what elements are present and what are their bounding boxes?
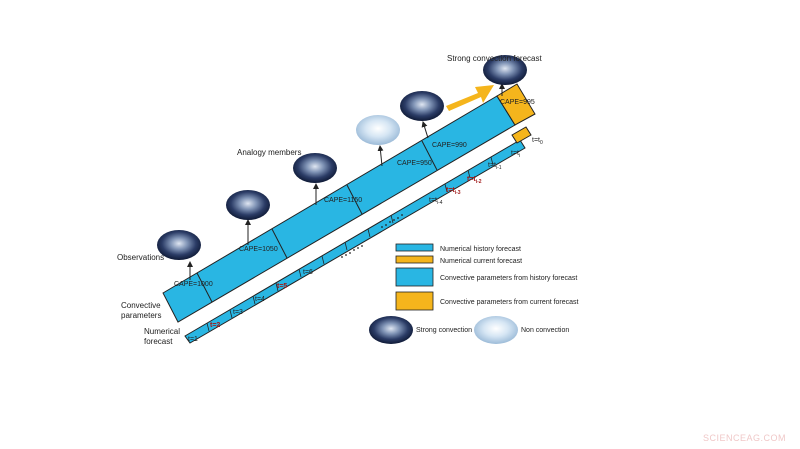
cape-value: CAPE=990 <box>432 142 467 149</box>
convective-parameters-label-1: Convective <box>121 301 161 310</box>
ellipsis-dots <box>341 214 403 258</box>
legend-swatch-history <box>395 243 434 252</box>
cape-value: CAPE=1150 <box>324 197 362 204</box>
forecast-image <box>483 55 527 85</box>
time-label: t=1 <box>188 336 198 343</box>
legend-strong-icon <box>369 316 413 344</box>
time-label: t=ti-3 <box>446 187 461 196</box>
legend-label-conv-history: Convective parameters from history forec… <box>440 275 577 282</box>
observation-image-1 <box>157 230 201 260</box>
cape-value: CAPE=1000 <box>174 281 213 288</box>
convective-parameters-band <box>162 95 516 323</box>
time-label: t=ti-4 <box>429 197 443 206</box>
time-label: t=ti <box>511 150 520 159</box>
time-label: t=3 <box>233 309 243 316</box>
legend-label-non: Non convection <box>521 327 569 334</box>
observation-image-5 <box>400 91 444 121</box>
analogy-members-label: Analogy members <box>237 148 301 157</box>
legend-swatch-current <box>395 255 434 264</box>
legend-non-icon <box>474 316 518 344</box>
numerical-forecast-strip <box>184 139 526 344</box>
observation-image-3 <box>293 153 337 183</box>
observations-label: Observations <box>117 253 164 262</box>
cape-value: CAPE=950 <box>397 160 432 167</box>
strip-ticks <box>206 156 494 332</box>
numerical-forecast-label-2: forecast <box>144 337 173 346</box>
strong-convection-forecast-title: Strong convection forecast <box>447 54 542 63</box>
legend-swatch-conv-history <box>395 267 434 287</box>
forecast-big-arrow <box>446 85 494 111</box>
time-label: t=ti-1 <box>488 162 502 171</box>
observation-image-2 <box>226 190 270 220</box>
time-label: t=ti-2 <box>467 176 482 185</box>
legend-label-conv-current: Convective parameters from current forec… <box>440 299 579 306</box>
legend: Numerical history forecast Numerical cur… <box>369 243 579 344</box>
legend-swatch-conv-current <box>395 291 434 311</box>
cape-value: CAPE=1050 <box>239 246 278 253</box>
legend-label-strong: Strong convection <box>416 327 472 334</box>
time-label: t=5 <box>277 283 287 290</box>
time-label: t=t0 <box>532 137 543 146</box>
time-label: t=2 <box>210 322 220 329</box>
legend-label-current: Numerical current forecast <box>440 258 522 265</box>
watermark: SCIENCEAG.COM <box>703 433 786 443</box>
time-label: t=4 <box>255 296 265 303</box>
band-dividers <box>196 140 438 303</box>
time-label: t=6 <box>303 269 313 276</box>
cape-value: CAPE=995 <box>500 99 535 106</box>
observation-image-4 <box>356 115 400 145</box>
legend-label-history: Numerical history forecast <box>440 246 521 253</box>
numerical-forecast-label-1: Numerical <box>144 327 180 336</box>
convective-current-block <box>496 83 536 126</box>
numerical-current-block <box>511 126 532 144</box>
convective-parameters-label-2: parameters <box>121 311 161 320</box>
observation-arrows <box>187 83 505 280</box>
